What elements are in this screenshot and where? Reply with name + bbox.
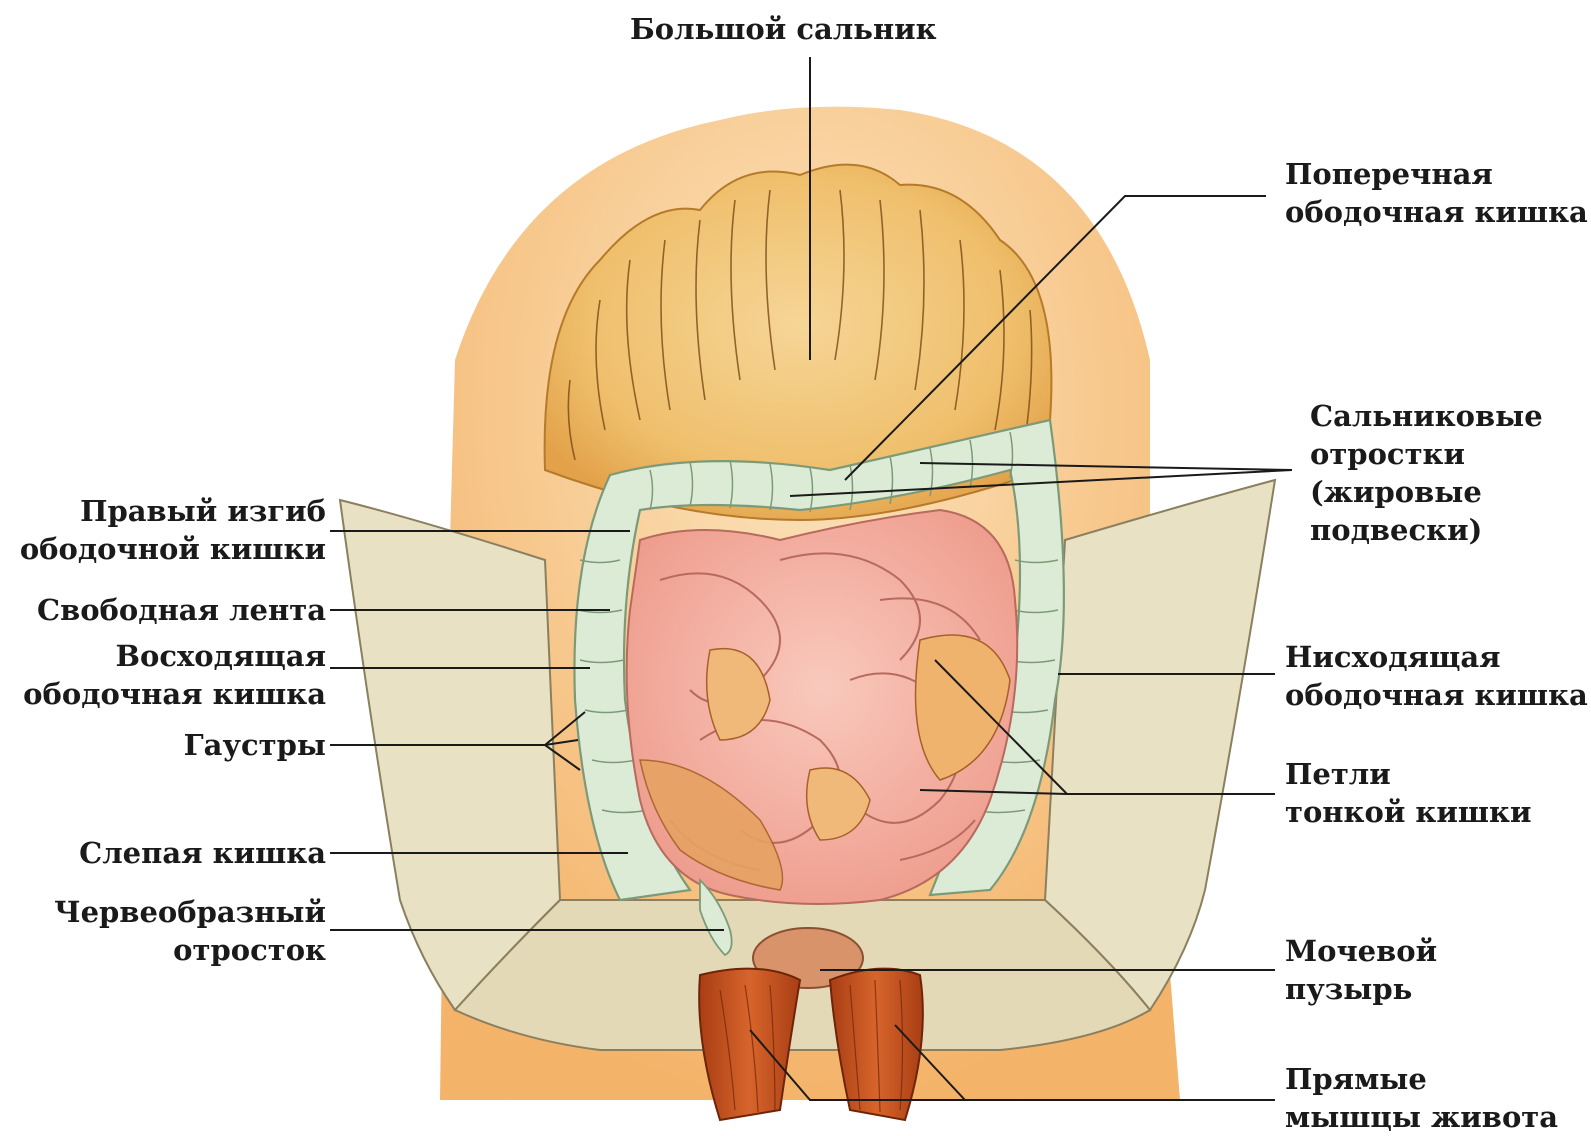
bladder-line1: Мочевой (1285, 932, 1437, 970)
appendices-line2: отростки (1310, 435, 1543, 473)
appendix-line2: отросток (54, 931, 326, 969)
descending-colon-line1: Нисходящая (1285, 638, 1588, 676)
label-small-intestine-loops: Петли тонкой кишки (1285, 755, 1532, 831)
ascending-colon-line2: ободочная кишка (23, 675, 326, 713)
rectus-line2: мышцы живота (1285, 1098, 1558, 1136)
right-flexure-line1: Правый изгиб (20, 492, 326, 530)
label-appendix: Червеобразный отросток (54, 893, 326, 969)
bladder-line2: пузырь (1285, 970, 1437, 1008)
transverse-colon-line1: Поперечная (1285, 155, 1588, 193)
free-taenia-text: Свободная лента (37, 591, 326, 629)
label-rectus-muscles: Прямые мышцы живота (1285, 1060, 1558, 1136)
peritoneum-right-flap (1045, 480, 1275, 1010)
rectus-line1: Прямые (1285, 1060, 1558, 1098)
label-bladder: Мочевой пузырь (1285, 932, 1437, 1008)
label-right-colic-flexure: Правый изгиб ободочной кишки (20, 492, 326, 568)
small-intestine-line1: Петли (1285, 755, 1532, 793)
label-greater-omentum: Большой сальник (630, 10, 937, 48)
label-descending-colon: Нисходящая ободочная кишка (1285, 638, 1588, 714)
cecum-text: Слепая кишка (79, 834, 326, 872)
greater-omentum-text: Большой сальник (630, 10, 937, 48)
appendices-line3: (жировые (1310, 473, 1543, 511)
label-cecum: Слепая кишка (79, 834, 326, 872)
ascending-colon-line1: Восходящая (23, 637, 326, 675)
label-haustra: Гаустры (184, 726, 326, 764)
appendices-line4: подвески) (1310, 511, 1543, 549)
appendices-line1: Сальниковые (1310, 397, 1543, 435)
descending-colon-line2: ободочная кишка (1285, 676, 1588, 714)
haustra-text: Гаустры (184, 726, 326, 764)
appendix-line1: Червеобразный (54, 893, 326, 931)
transverse-colon-line2: ободочная кишка (1285, 193, 1588, 231)
label-ascending-colon: Восходящая ободочная кишка (23, 637, 326, 713)
right-flexure-line2: ободочной кишки (20, 530, 326, 568)
label-free-taenia: Свободная лента (37, 591, 326, 629)
label-transverse-colon: Поперечная ободочная кишка (1285, 155, 1588, 231)
small-intestine-line2: тонкой кишки (1285, 793, 1532, 831)
label-appendices-epiploicae: Сальниковые отростки (жировые подвески) (1310, 397, 1543, 549)
